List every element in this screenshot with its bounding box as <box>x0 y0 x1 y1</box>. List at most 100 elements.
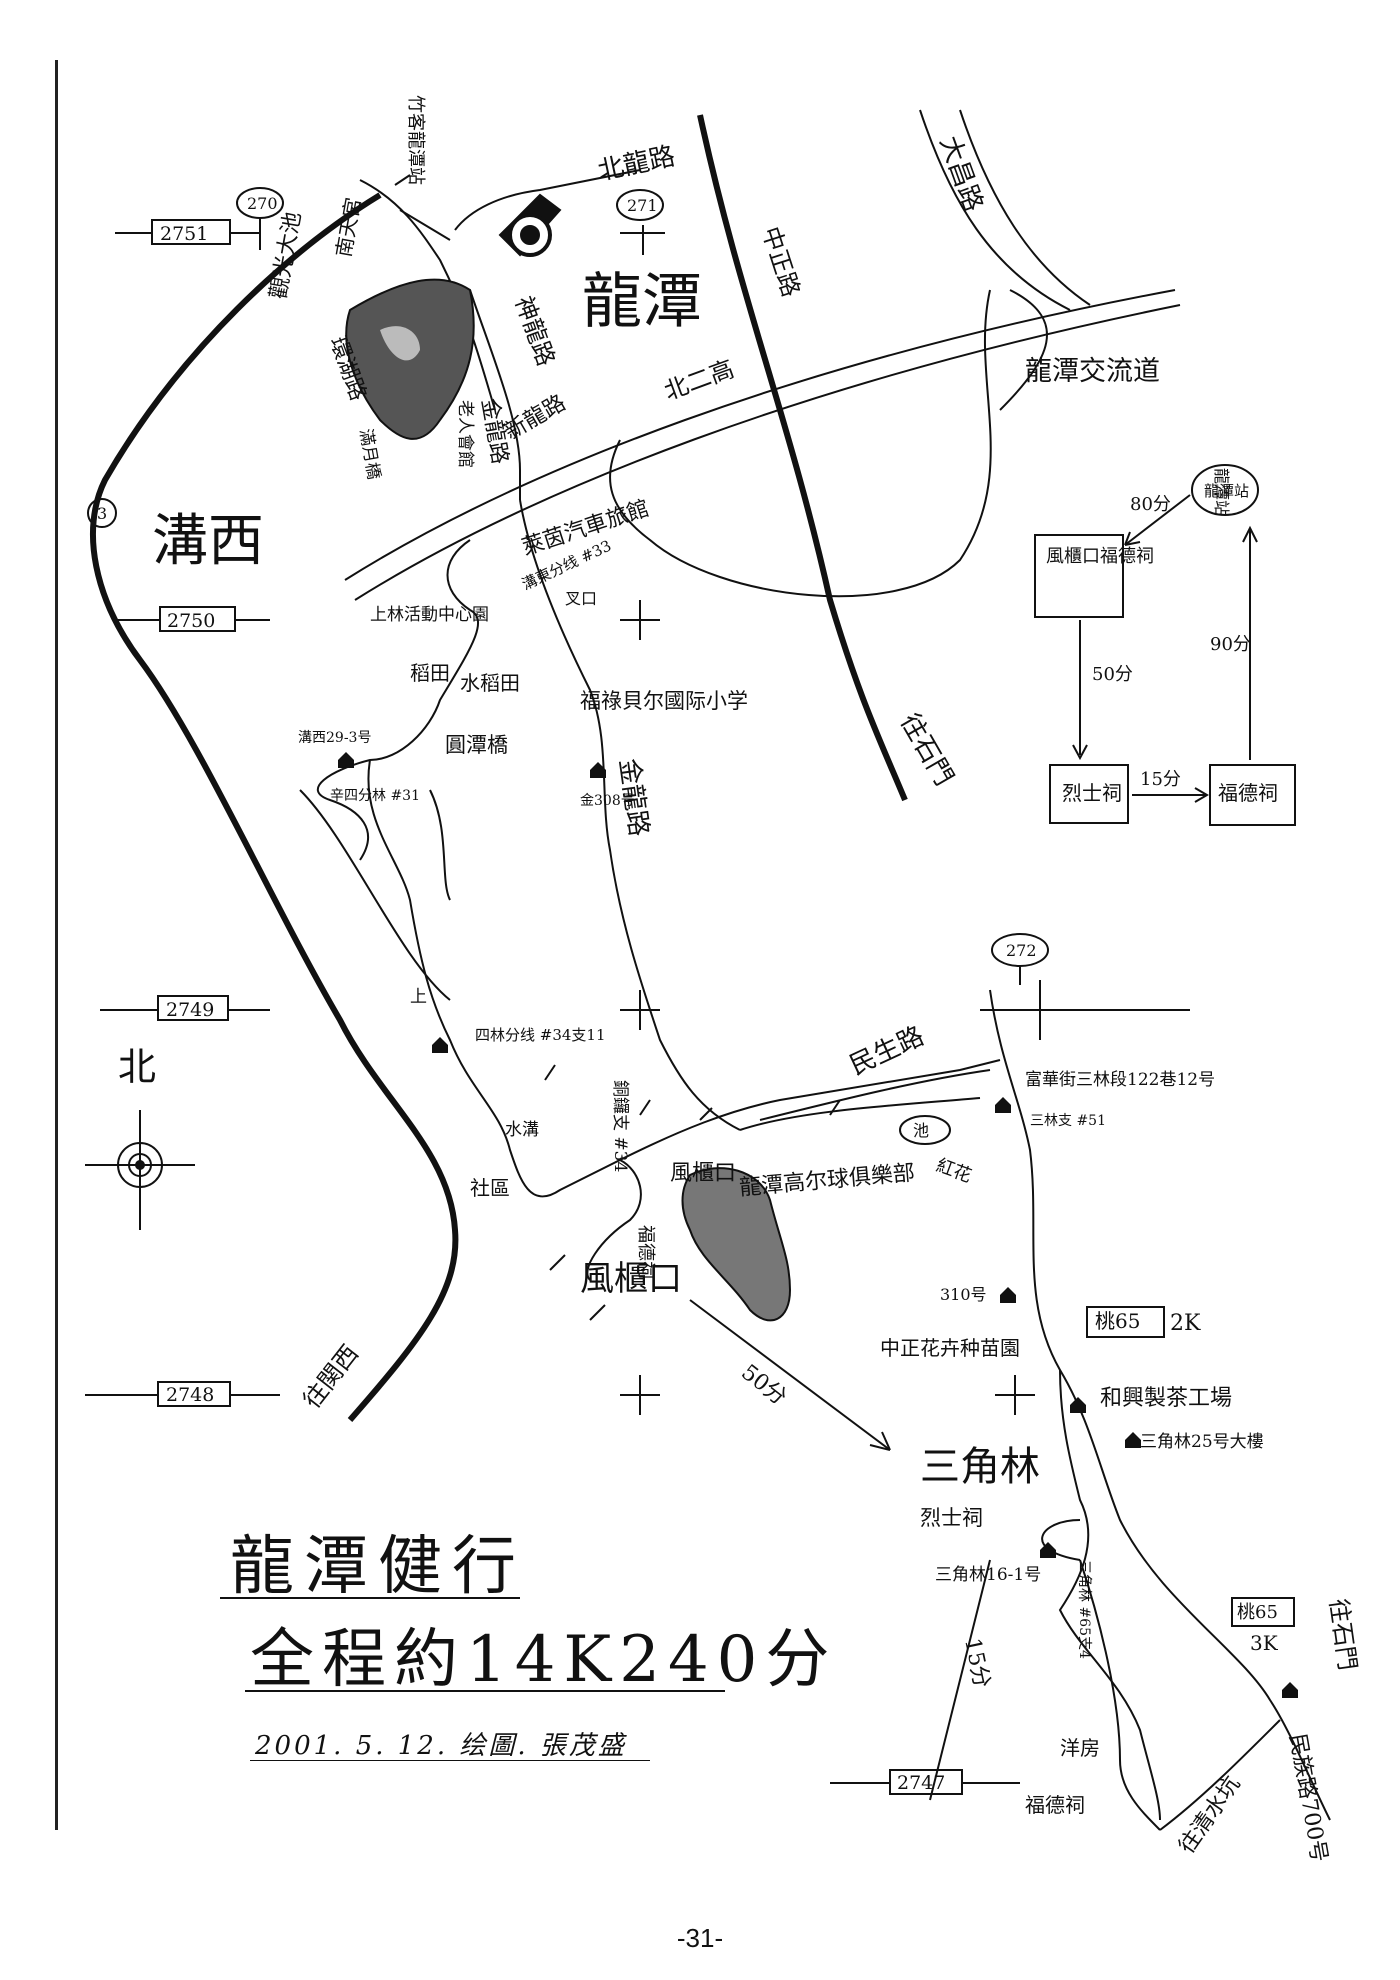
road-to-shimen-1: 往石門 <box>894 709 959 792</box>
grid-row-2749 <box>100 995 270 1021</box>
label-hexing-tea: 和興製茶工場 <box>1100 1386 1232 1411</box>
north-compass-icon <box>85 1110 195 1230</box>
grid-label-2747: 2747 <box>897 1772 945 1794</box>
tao65-box-1 <box>1086 1306 1165 1338</box>
label-2k: 2K <box>1170 1311 1201 1336</box>
label-fudeci-lower: 福德祠 <box>1025 1793 1085 1817</box>
grid-row-2750 <box>115 606 270 632</box>
label-lieshici: 烈士祠 <box>920 1506 983 1530</box>
grid-row-2748 <box>85 1381 280 1407</box>
label-15min: 15分 <box>959 1636 994 1690</box>
legend-80min: 80分 <box>1130 494 1171 515</box>
label-daotian: 稻田 <box>410 661 450 685</box>
route-3-road <box>89 192 459 1422</box>
label-yuantan: 圓潭橋 <box>445 733 508 757</box>
label-sanjiaolin: 三角林 <box>920 1444 1040 1490</box>
label-shang: 上 <box>410 987 427 1007</box>
grid-row-2751 <box>115 219 260 245</box>
freeway-south-line <box>354 304 1181 601</box>
area-gouxi: 溝西 <box>152 509 264 574</box>
label-sanlinzhi: 三林支 #51 <box>1030 1113 1106 1129</box>
label-3k: 3K <box>1250 1631 1279 1655</box>
label-shanglin: 上林活動中心園 <box>370 605 489 625</box>
road-dachang: 大昌路 <box>933 132 988 216</box>
label-fengguikou: 風櫃口 <box>580 1259 682 1299</box>
grid-label-271: 271 <box>627 196 658 215</box>
road-to-shimen-2: 往石門 <box>1324 1597 1362 1672</box>
road-zhongzheng: 中正路 <box>756 223 805 300</box>
road-minsheng: 民生路 <box>845 1021 928 1081</box>
label-honghua: 紅花 <box>933 1155 974 1187</box>
label-310: 310号 <box>940 1285 987 1304</box>
road-xinlong: 新龍路 <box>501 391 571 446</box>
place-longtan: 龍潭 <box>582 267 702 337</box>
margin-rule <box>55 60 58 1830</box>
label-station-map: 龍潭站 <box>1212 468 1231 516</box>
grid-label-2749: 2749 <box>166 999 214 1021</box>
label-sanjiaolin-16: 三角林16-1号 <box>935 1565 1041 1585</box>
label-flower-nursery: 中正花卉种苗園 <box>880 1336 1020 1360</box>
legend-fengguikou: 風櫃口福德祠 <box>1046 546 1154 567</box>
north-label: 北 <box>118 1045 156 1089</box>
page-number: -31- <box>676 1923 724 1953</box>
building-icons <box>338 752 1298 1698</box>
legend-90min: 90分 <box>1210 634 1251 655</box>
grid-label-270: 270 <box>247 194 278 213</box>
freeway-north-line <box>344 289 1176 581</box>
label-sanjiaolin-25: 三角林25号大樓 <box>1140 1432 1264 1452</box>
legend-diagram <box>1034 464 1296 826</box>
legend-15min: 15分 <box>1140 769 1181 790</box>
bus-stop-label: 竹客龍潭站 <box>405 95 426 185</box>
label-xincuo: 辛四分林 #31 <box>330 788 420 804</box>
grid-label-2748: 2748 <box>166 1384 214 1406</box>
grid-label-2750: 2750 <box>167 610 215 632</box>
label-yangfang: 洋房 <box>1060 1736 1100 1760</box>
label-golf: 龍潭高尔球俱樂部 <box>738 1161 916 1201</box>
grid-col-270 <box>236 187 284 219</box>
label-laoren: 老人會館 <box>455 400 475 468</box>
label-tongluo: 銅鑼支 #34 <box>610 1080 630 1172</box>
legend-lieshici: 烈士祠 <box>1062 781 1122 805</box>
tao65-box-2 <box>1231 1597 1295 1627</box>
road-to-guanxi: 往関西 <box>298 1340 364 1414</box>
route-3-label: 3 <box>97 504 107 523</box>
interchange-loop <box>609 289 992 598</box>
signature: 2001. 5. 12. 绘圖. 張茂盛 <box>255 1731 627 1761</box>
label-si-lin: 四林分线 #34支11 <box>475 1026 606 1044</box>
title-underline-2 <box>245 1690 725 1692</box>
label-shuigou: 水溝 <box>505 1120 539 1140</box>
pond <box>899 1115 951 1145</box>
label-nantian: 南天宮 <box>331 196 365 259</box>
legend-50min: 50分 <box>1092 664 1133 685</box>
legend-station: 龍潭站 <box>1204 482 1250 500</box>
road-shenlong: 神龍路 <box>509 292 560 369</box>
label-gouxi-29: 溝西29-3号 <box>298 730 371 746</box>
label-tao65-1: 桃65 <box>1095 1309 1140 1333</box>
road-minzu: 民族路700号 <box>1284 1732 1331 1864</box>
nantian-temple-icon <box>498 193 562 257</box>
road-bei-er-gao: 北二高 <box>660 355 737 406</box>
label-sanjiaolin-65: 三角林 #65支4 <box>1076 1560 1092 1659</box>
title-underline-1 <box>220 1597 520 1599</box>
grid-col-271 <box>616 189 664 221</box>
label-shequ: 社區 <box>470 1176 510 1200</box>
label-manyue: 滿月橋 <box>355 427 384 481</box>
zhongzheng-road <box>697 114 908 802</box>
grid-label-2751: 2751 <box>160 223 208 245</box>
golf-course <box>681 1167 792 1322</box>
road-interchange: 龍潭交流道 <box>1025 356 1160 387</box>
label-fengguikou-small: 風櫃口 <box>670 1161 736 1186</box>
label-jin308: 金308号 <box>580 793 635 809</box>
road-to-qingshui: 往清水坑 <box>1174 1772 1245 1858</box>
label-pond: 池 <box>913 1121 929 1140</box>
label-50min: 50分 <box>736 1360 791 1410</box>
grid-label-272: 272 <box>1006 941 1037 960</box>
grid-row-2747 <box>830 1769 1020 1795</box>
label-chakou: 叉口 <box>565 589 597 608</box>
arrow-50min <box>689 1299 891 1451</box>
title-line-2: 全程約14K240分 <box>250 1623 838 1697</box>
legend-fudeci: 福德祠 <box>1218 781 1278 805</box>
label-fuhua-street: 富華街三林段122巷12号 <box>1025 1070 1215 1090</box>
label-tao65-2: 桃65 <box>1237 1602 1278 1623</box>
